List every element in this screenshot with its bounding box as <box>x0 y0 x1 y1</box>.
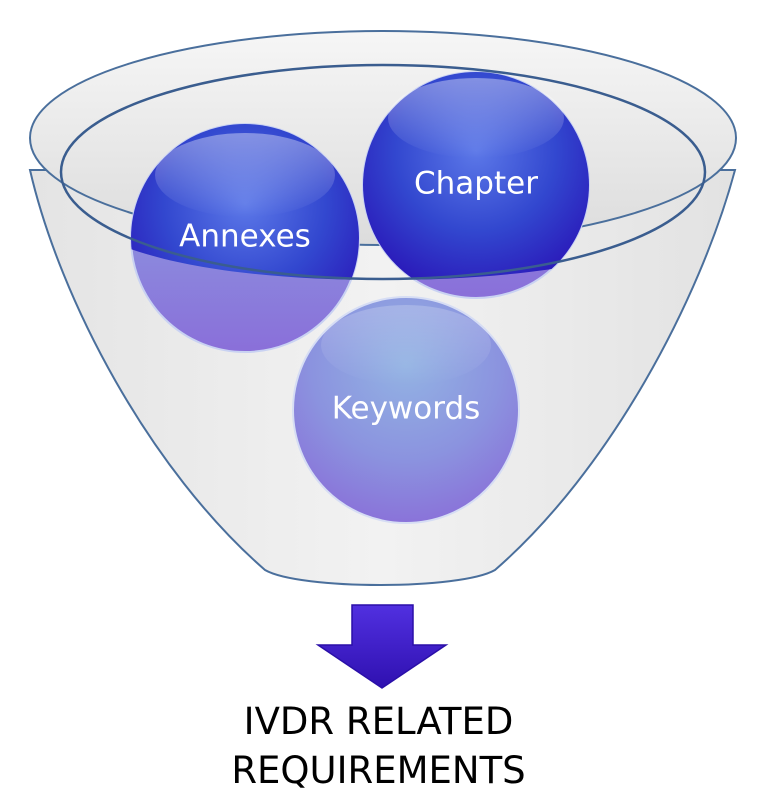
bubble-annexes <box>130 123 360 353</box>
output-label-line-1: IVDR RELATED <box>243 700 514 743</box>
down-arrow-icon <box>315 604 449 689</box>
funnel-rim-inner <box>59 63 707 281</box>
bubble-label-annexes: Annexes <box>179 219 311 255</box>
bubble-keywords <box>292 296 520 524</box>
bubble-label-chapter: Chapter <box>414 166 538 202</box>
output-label-line-2: REQUIREMENTS <box>231 749 526 792</box>
bubble-label-keywords: Keywords <box>332 391 481 427</box>
bubble-chapter <box>362 71 590 299</box>
